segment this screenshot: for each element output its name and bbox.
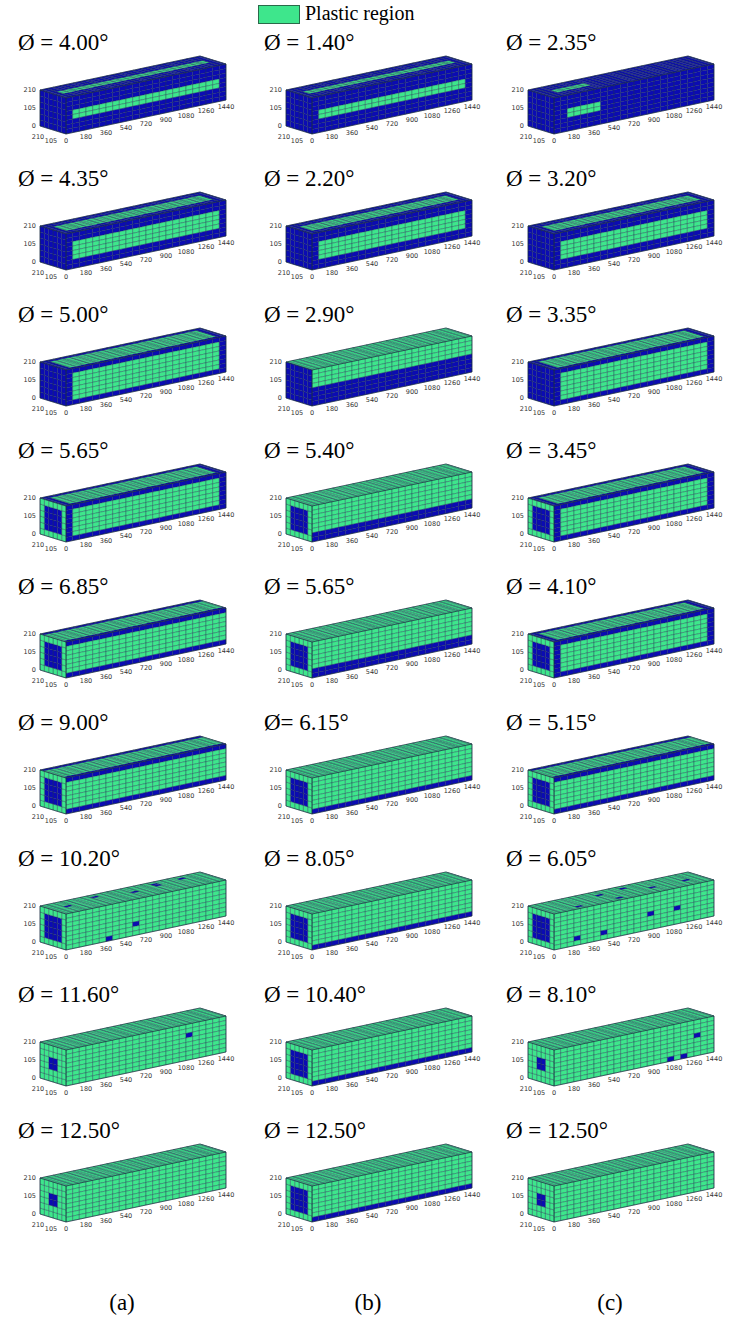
beam-cells — [40, 56, 714, 1222]
